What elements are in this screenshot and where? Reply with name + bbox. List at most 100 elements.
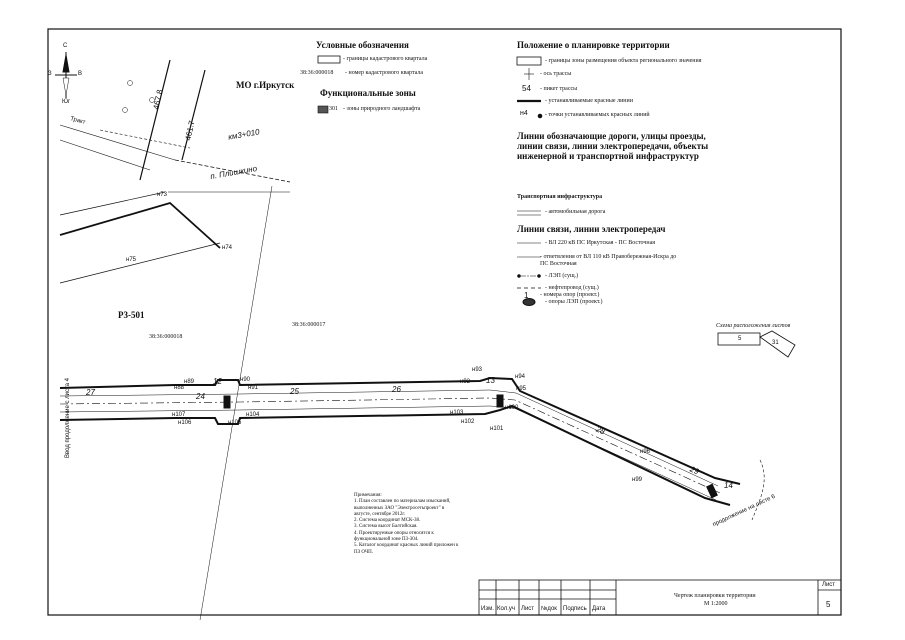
planning-picket-symbol: 54 [522, 84, 531, 93]
planning-item-zone: - границы зоны размещения объекта регион… [545, 58, 702, 64]
picket-24: 24 [196, 392, 205, 401]
point-n96: н96 [640, 449, 650, 455]
stamp-col-list: Лист [521, 606, 535, 612]
tower-symbol [496, 394, 504, 408]
transport-subtitle: Транспортная инфраструктура [517, 194, 603, 200]
red-line-upper [59, 376, 741, 485]
title-block [478, 579, 842, 616]
planning-item-picket: - пикет трассы [540, 86, 578, 92]
zone-code-label: Р3-501 [118, 310, 145, 320]
picket-12: 12 [213, 377, 222, 386]
point-n102: н102 [461, 419, 475, 425]
legend-title: Условные обозначения [316, 40, 409, 50]
point-n104: н104 [246, 412, 260, 418]
left-side-note: Ввод продолжение с листа 4 [65, 377, 72, 459]
point-n95: н95 [516, 386, 526, 392]
point-n92: н92 [460, 379, 470, 385]
legend-oil-pipeline: - нефтепровод (сущ.) [545, 285, 599, 291]
planning-point-symbol: н4 [520, 110, 528, 117]
boundary-line [199, 185, 273, 621]
point-n74: н74 [222, 245, 232, 251]
compass-north: С [63, 43, 68, 49]
stamp-col-izm: Изм. [481, 606, 494, 612]
survey-line [181, 69, 206, 161]
legend-cadastral-code: 38:36:000018 [300, 70, 334, 76]
compass-rose [55, 52, 77, 98]
compass-east: В [78, 71, 83, 77]
legend-road: - автомобильная дорога [545, 209, 606, 215]
picket-26: 26 [392, 385, 401, 394]
legend-functional-zones-title: Функциональные зоны [320, 88, 416, 98]
stamp-sheet-label: Лист [822, 582, 836, 588]
picket-14: 14 [724, 481, 733, 490]
legend-zone-label: - зоны природного ландшафта [343, 106, 421, 112]
note-line: 3. Система высот Балтийская. [354, 524, 418, 530]
planning-title: Положение о планировке территории [517, 40, 670, 50]
point-n73: н73 [157, 192, 167, 198]
compass-west: З [48, 71, 52, 77]
point-n106: н106 [178, 420, 192, 426]
layout-scheme-title: Схема расположения листов [716, 323, 791, 329]
note-line: августе, сентябре 2012г. [354, 511, 406, 517]
point-n99: н99 [632, 477, 642, 483]
point-n91: н91 [248, 385, 258, 391]
tree-symbol [122, 107, 128, 113]
stamp-col-kol: Кол.уч [497, 606, 515, 612]
note-line: 2. Система координат МСК-38. [354, 518, 421, 524]
planning-item-red-lines: - устанавливаемые красные линии [545, 98, 633, 104]
picket-25: 25 [290, 387, 299, 396]
legend-power-220: - ВЛ 220 кВ ПС Иркутская - ПС Восточная [545, 240, 656, 246]
point-n90: н90 [240, 377, 250, 383]
note-line: функциональной зоне П3-304. [354, 537, 419, 543]
point-n107: н107 [172, 412, 186, 418]
picket-27: 27 [86, 388, 95, 397]
notes-block: Примечания: 1. План составлен по материа… [354, 493, 458, 556]
power-title: Линии связи, линии электропередач [517, 224, 666, 234]
road-edge [59, 124, 176, 161]
planning-item-axis: - ось трассы [540, 71, 572, 77]
legend-power-existing: - ЛЭП (сущ.) [545, 273, 579, 279]
stamp-col-date: Дата [592, 606, 606, 612]
municipality-label: МО г.Иркутск [236, 80, 295, 90]
stamp-col-sign: Подпись [563, 606, 587, 612]
note-line: выполненных ЗАО "Электросетьпроект" в [354, 505, 445, 511]
point-n105: н105 [228, 420, 242, 426]
survey-line [139, 59, 171, 181]
cadastral-border [59, 242, 221, 284]
planning-item-red-points: - точки устанавливаемых красных линий [545, 112, 650, 118]
point-n88: н88 [174, 385, 184, 391]
layout-sheet-b: 31 [772, 340, 779, 346]
road-edge [174, 159, 291, 183]
point-n94: н94 [515, 374, 525, 380]
quarter-a-label: 38:36:000018 [149, 334, 183, 340]
cadastral-border [59, 191, 166, 216]
quarter-b-label: 38:36:000017 [292, 322, 326, 328]
point-n75: н75 [126, 257, 136, 263]
compass-south: Юг [62, 99, 71, 105]
point-n101: н101 [490, 426, 504, 432]
legend-towers: - опоры ЛЭП (проект.) [545, 299, 603, 305]
road-edge [99, 129, 191, 149]
stamp-col-doc: №док [541, 606, 557, 612]
tower-symbol [223, 395, 231, 409]
note-line: ПЗ ОЧП. [354, 549, 373, 555]
point-n100: н100 [505, 405, 519, 411]
point-n93: н93 [472, 367, 482, 373]
tree-symbol [149, 97, 155, 103]
power-line [59, 389, 719, 487]
note-line: 1. План составлен по материалам изыскани… [354, 499, 451, 505]
stamp-sheet-number: 5 [826, 600, 831, 609]
sheet-boundary [751, 459, 765, 521]
stamp-title-line1: Чертеж планировки территории [674, 593, 756, 599]
road-edge [59, 139, 151, 171]
note-line: 4. Проектируемые опоры относятся к [354, 530, 434, 536]
layout-sheet-a: 5 [738, 336, 742, 342]
legend-cadastral-number: - номер кадастрового квартала [345, 70, 424, 76]
point-n89: н89 [184, 379, 194, 385]
legend-tower-numbers: - номера опор (проект.) [540, 292, 600, 298]
legend-swatches [317, 55, 543, 306]
red-line [59, 201, 221, 249]
note-line: 5. Каталог координат красных линий прило… [354, 543, 459, 549]
